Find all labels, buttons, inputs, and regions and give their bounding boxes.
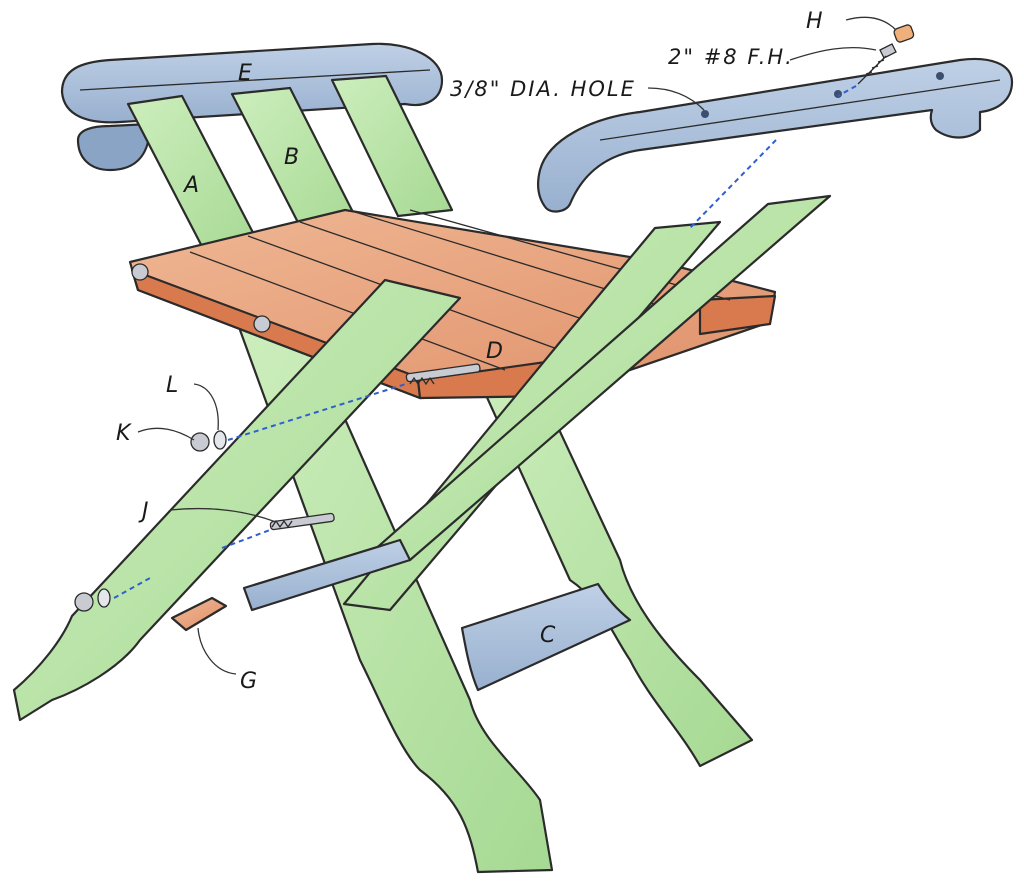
leader-screw (789, 46, 877, 61)
note-hole: 3/8" DIA. HOLE (450, 77, 636, 101)
note-screw: 2" #8 F.H. (668, 45, 794, 69)
leader-h (845, 16, 897, 31)
dash-line-bolt (227, 383, 407, 441)
stretcher-c (460, 582, 632, 692)
plug-h (893, 24, 915, 43)
washer-l (213, 430, 227, 450)
leader-l (193, 383, 219, 431)
label-c: C (540, 623, 556, 648)
label-e: E (238, 61, 253, 86)
label-a: A (182, 173, 200, 198)
leader-j (169, 507, 277, 523)
label-g: G (240, 669, 258, 694)
hole-dot-2 (834, 90, 842, 98)
label-k: K (116, 421, 132, 446)
screw-fh (857, 43, 897, 85)
carriage-bolt-d (405, 363, 481, 386)
armrest-e (536, 57, 1014, 213)
spacer-block-g (170, 596, 228, 632)
front-leg-left (12, 278, 462, 722)
leader-k (137, 427, 195, 441)
hole-dot-1 (701, 110, 709, 118)
leader-hole (647, 87, 705, 111)
nut-k (190, 432, 210, 452)
label-b: B (284, 145, 300, 170)
label-j: J (138, 499, 150, 524)
label-d: D (486, 339, 504, 364)
hole-dot-3 (936, 72, 944, 80)
nut-lower (74, 588, 111, 612)
dash-line-arm (689, 139, 777, 229)
cross-block (242, 538, 412, 612)
leader-g (197, 627, 237, 675)
back-slat-right (330, 74, 454, 218)
label-l: L (166, 373, 179, 398)
label-h: H (806, 9, 824, 34)
dash-line-screw (837, 85, 857, 97)
dash-line-bolt-lower (113, 577, 151, 599)
